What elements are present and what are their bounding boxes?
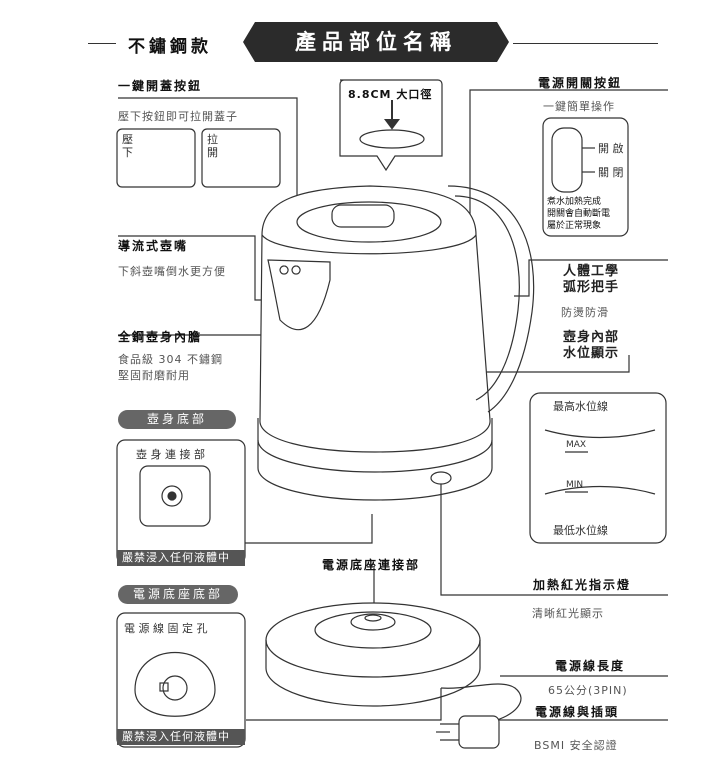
switch-note-line: 煮水加熱完成 bbox=[547, 197, 602, 207]
indicator-desc: 清晰紅光顯示 bbox=[532, 607, 604, 620]
switch-note-line: 屬於正常現象 bbox=[547, 221, 602, 231]
max-water-title: 最高水位線 bbox=[553, 400, 608, 413]
handle-title: 人體工學 弧形把手 bbox=[563, 264, 619, 296]
lid-inset-press: 壓下 bbox=[122, 133, 133, 159]
banner-shape bbox=[243, 22, 509, 62]
base-bottom-warning: 嚴禁浸入任何液體中 bbox=[117, 729, 245, 745]
lid-inset-pull: 拉開 bbox=[207, 133, 218, 159]
spout-desc: 下斜壺嘴倒水更方便 bbox=[118, 265, 226, 278]
handle-title-line: 人體工學 bbox=[563, 264, 620, 279]
lid-button-desc: 壓下按鈕即可拉開蓋子 bbox=[118, 110, 238, 123]
indicator-title: 加熱紅光指示燈 bbox=[533, 578, 632, 592]
max-mark: MAX bbox=[566, 440, 587, 450]
switch-note-line: 開關會自動斷電 bbox=[547, 209, 611, 219]
base-bottom-pill: 電源底座底部 bbox=[118, 585, 238, 604]
kettle-connector-label: 壺 身 連 接 部 bbox=[136, 448, 205, 461]
water-level-title-line: 壺身內部 bbox=[563, 330, 620, 345]
plug-desc: BSMI 安全認證 bbox=[534, 739, 618, 752]
header-rule-right bbox=[513, 43, 658, 44]
handle-title-line: 弧形把手 bbox=[563, 280, 620, 295]
base-connector-title: 電源底座連接部 bbox=[322, 558, 421, 572]
power-switch-title: 電源開關按鈕 bbox=[538, 76, 623, 90]
body-title: 全鋼壺身內膽 bbox=[118, 330, 203, 344]
body-desc: 食品級 304 不鏽鋼 堅固耐磨耐用 bbox=[118, 352, 223, 384]
water-level-title: 壺身內部 水位顯示 bbox=[563, 330, 619, 362]
kettle-bottom-pill: 壺身底部 bbox=[118, 410, 236, 429]
spout-title: 導流式壺嘴 bbox=[118, 239, 189, 253]
header-rule-left bbox=[88, 43, 116, 44]
model-label: 不鏽鋼款 bbox=[128, 37, 212, 57]
plug-title: 電源線與插頭 bbox=[535, 705, 620, 719]
min-mark: MIN bbox=[566, 480, 584, 490]
body-desc-line: 堅固耐磨耐用 bbox=[118, 369, 190, 382]
banner-title: 產品部位名稱 bbox=[295, 30, 457, 54]
opening-title: 8.8CM 大口徑 bbox=[348, 88, 433, 101]
min-water-title: 最低水位線 bbox=[553, 524, 608, 537]
handle-desc: 防燙防滑 bbox=[561, 306, 609, 319]
power-switch-desc: 一鍵簡單操作 bbox=[543, 100, 615, 113]
cord-desc: 65公分(3PIN) bbox=[548, 684, 628, 697]
switch-on: 開 啟 bbox=[598, 142, 624, 155]
banner: 產品部位名稱 bbox=[243, 22, 509, 62]
down-arrow-icon bbox=[384, 100, 400, 130]
cord-holder-label: 電 源 線 固 定 孔 bbox=[124, 622, 208, 635]
body-desc-line: 食品級 304 不鏽鋼 bbox=[118, 353, 223, 366]
switch-off: 關 閉 bbox=[598, 166, 624, 179]
switch-note: 煮水加熱完成 開關會自動斷電 屬於正常現象 bbox=[547, 196, 627, 234]
kettle-bottom-warning: 嚴禁浸入任何液體中 bbox=[117, 550, 245, 566]
water-level-title-line: 水位顯示 bbox=[563, 346, 620, 361]
lid-button-title: 一鍵開蓋按鈕 bbox=[118, 79, 203, 93]
cord-title: 電源線長度 bbox=[555, 659, 626, 673]
